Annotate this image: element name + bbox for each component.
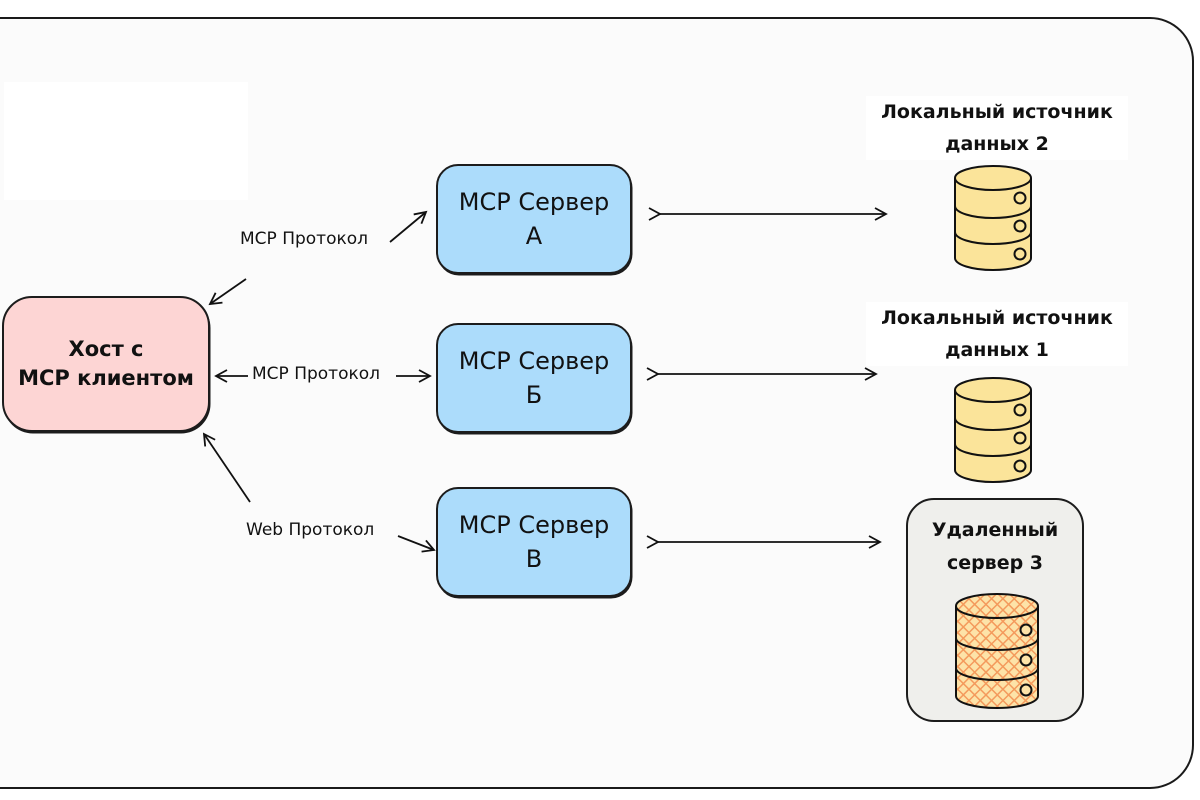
protocol-label-b: MCP Протокол xyxy=(252,364,381,384)
arrow-to-host-c xyxy=(202,432,251,503)
local-source-2-line1: Локальный источник xyxy=(881,101,1113,123)
host-label-line1: Хост с xyxy=(68,337,144,361)
remote-server-3-line1: Удаленный xyxy=(931,519,1059,541)
host-label-line2: MCP клиентом xyxy=(18,366,194,390)
server-c-line2: В xyxy=(525,545,543,573)
local-source-2-line2: данных 2 xyxy=(945,133,1049,155)
server-b-line1: MCP Сервер xyxy=(458,347,610,375)
remote-server-3: Удаленный сервер 3 xyxy=(906,498,1084,722)
database-icon xyxy=(954,377,1032,483)
server-a-line1: MCP Сервер xyxy=(458,188,610,216)
remote-server-3-line2: сервер 3 xyxy=(946,552,1044,574)
server-b-line2: Б xyxy=(525,381,543,409)
arrow-to-server-c xyxy=(397,535,436,553)
protocol-label-c: Web Протокол xyxy=(246,520,375,540)
local-source-1-label: Локальный источник данных 1 xyxy=(866,302,1128,366)
host-mcp-client: Хост с MCP клиентом xyxy=(2,296,210,432)
server-a-line2: А xyxy=(525,222,543,250)
database-icon xyxy=(954,165,1032,271)
remote-database-icon xyxy=(955,593,1039,709)
host-label: Хост с MCP клиентом xyxy=(18,335,194,393)
local-source-1-line2: данных 1 xyxy=(945,339,1049,361)
server-c-line1: MCP Сервер xyxy=(458,511,610,539)
blank-area xyxy=(4,82,248,200)
remote-server-3-label: Удаленный сервер 3 xyxy=(908,514,1082,580)
arrow-host-from-a xyxy=(208,278,247,306)
local-source-2-label: Локальный источник данных 2 xyxy=(866,96,1128,160)
arrow-to-server-a xyxy=(389,210,428,243)
local-source-1-line1: Локальный источник xyxy=(881,307,1113,329)
protocol-label-a: MCP Протокол xyxy=(240,229,369,249)
